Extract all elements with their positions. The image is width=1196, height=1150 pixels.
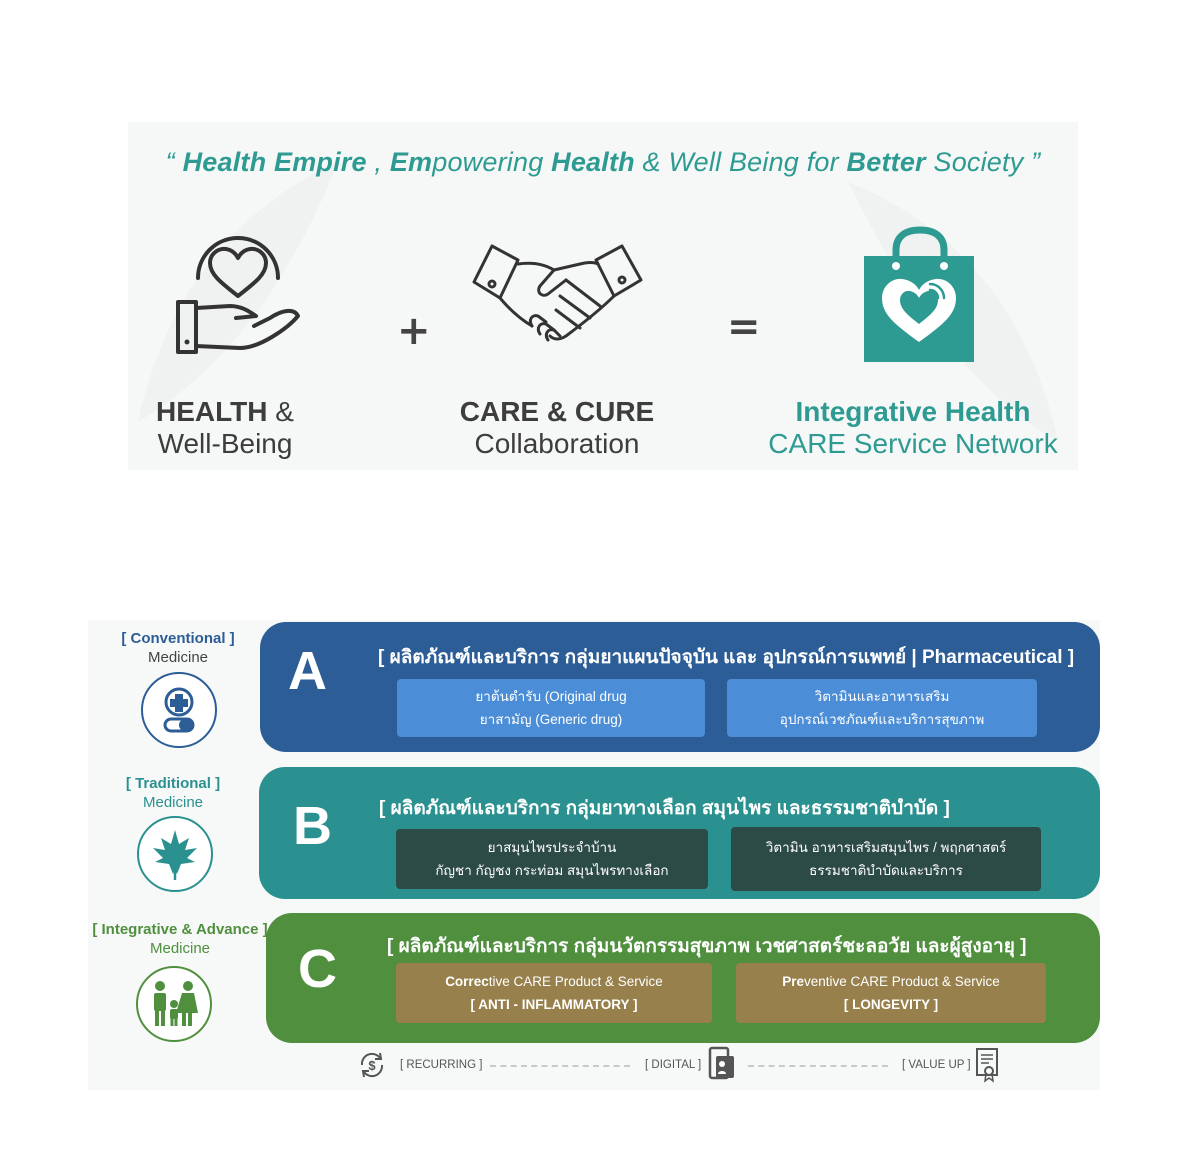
side-label-conventional: [ Conventional ] Medicine	[93, 629, 263, 667]
flow-dashed-arrow	[748, 1065, 888, 1067]
recurring-label: [ RECURRING ]	[400, 1059, 482, 1071]
plus-operator: +	[397, 308, 431, 354]
handshake-icon	[470, 240, 645, 355]
side-label-integrative: [ Integrative & Advance ] Medicine	[82, 920, 278, 958]
category-box: วิตามิน อาหารเสริมสมุนไพร / พฤกศาสตร์ ธร…	[731, 827, 1041, 891]
pillar-health-wellbeing-caption: HEALTH & Well-Being	[120, 396, 330, 460]
tagline: “ Health Empire , Empowering Health & We…	[128, 147, 1078, 178]
herb-leaf-icon	[139, 818, 211, 890]
equals-operator: =	[727, 304, 761, 350]
category-box: วิตามินและอาหารเสริม อุปกรณ์เวชภัณฑ์และบ…	[727, 679, 1037, 737]
heart-hand-icon	[170, 218, 305, 358]
category-box: Corrective CARE Product & Service [ ANTI…	[396, 963, 712, 1023]
medical-cross-pill-icon	[143, 674, 215, 746]
pillar-integrative-network-caption: Integrative Health CARE Service Network	[755, 396, 1071, 460]
value-up-label: [ VALUE UP ]	[902, 1059, 971, 1071]
heart-bag-icon	[864, 226, 976, 364]
category-letter: B	[293, 795, 332, 857]
pillar-care-cure-caption: CARE & CURE Collaboration	[422, 396, 692, 460]
category-heading: [ ผลิตภัณฑ์และบริการ กลุ่มยาแผนปัจจุบัน …	[378, 642, 1074, 672]
category-box: Preventive CARE Product & Service [ LONG…	[736, 963, 1046, 1023]
category-band-b: B [ ผลิตภัณฑ์และบริการ กลุ่มยาทางเลือก ส…	[259, 767, 1100, 899]
side-icon-circle	[137, 816, 213, 892]
category-band-a: A [ ผลิตภัณฑ์และบริการ กลุ่มยาแผนปัจจุบั…	[260, 622, 1100, 752]
side-label-traditional: [ Traditional ] Medicine	[88, 774, 258, 812]
category-letter: C	[298, 938, 337, 1000]
recurring-dollar-icon: $	[356, 1049, 388, 1081]
category-box: ยาต้นตำรับ (Original drug ยาสามัญ (Gener…	[397, 679, 705, 737]
category-box: ยาสมุนไพรประจำบ้าน กัญชา กัญชง กระท่อม ส…	[396, 829, 708, 889]
category-letter: A	[288, 640, 327, 702]
category-band-c: C [ ผลิตภัณฑ์และบริการ กลุ่มนวัตกรรมสุขภ…	[266, 913, 1100, 1043]
flow-dashed-arrow	[490, 1065, 630, 1067]
side-icon-circle	[136, 966, 212, 1042]
certificate-icon	[975, 1047, 999, 1083]
digital-device-icon	[706, 1046, 738, 1082]
family-icon	[138, 968, 210, 1040]
svg-text:$: $	[368, 1058, 376, 1073]
digital-label: [ DIGITAL ]	[645, 1059, 701, 1071]
side-icon-circle	[141, 672, 217, 748]
value-flow-strip: $ [ RECURRING ] [ DIGITAL ] [ VALUE UP ]	[350, 1045, 1010, 1085]
category-heading: [ ผลิตภัณฑ์และบริการ กลุ่มยาทางเลือก สมุ…	[379, 793, 950, 823]
category-heading: [ ผลิตภัณฑ์และบริการ กลุ่มนวัตกรรมสุขภาพ…	[387, 931, 1026, 961]
